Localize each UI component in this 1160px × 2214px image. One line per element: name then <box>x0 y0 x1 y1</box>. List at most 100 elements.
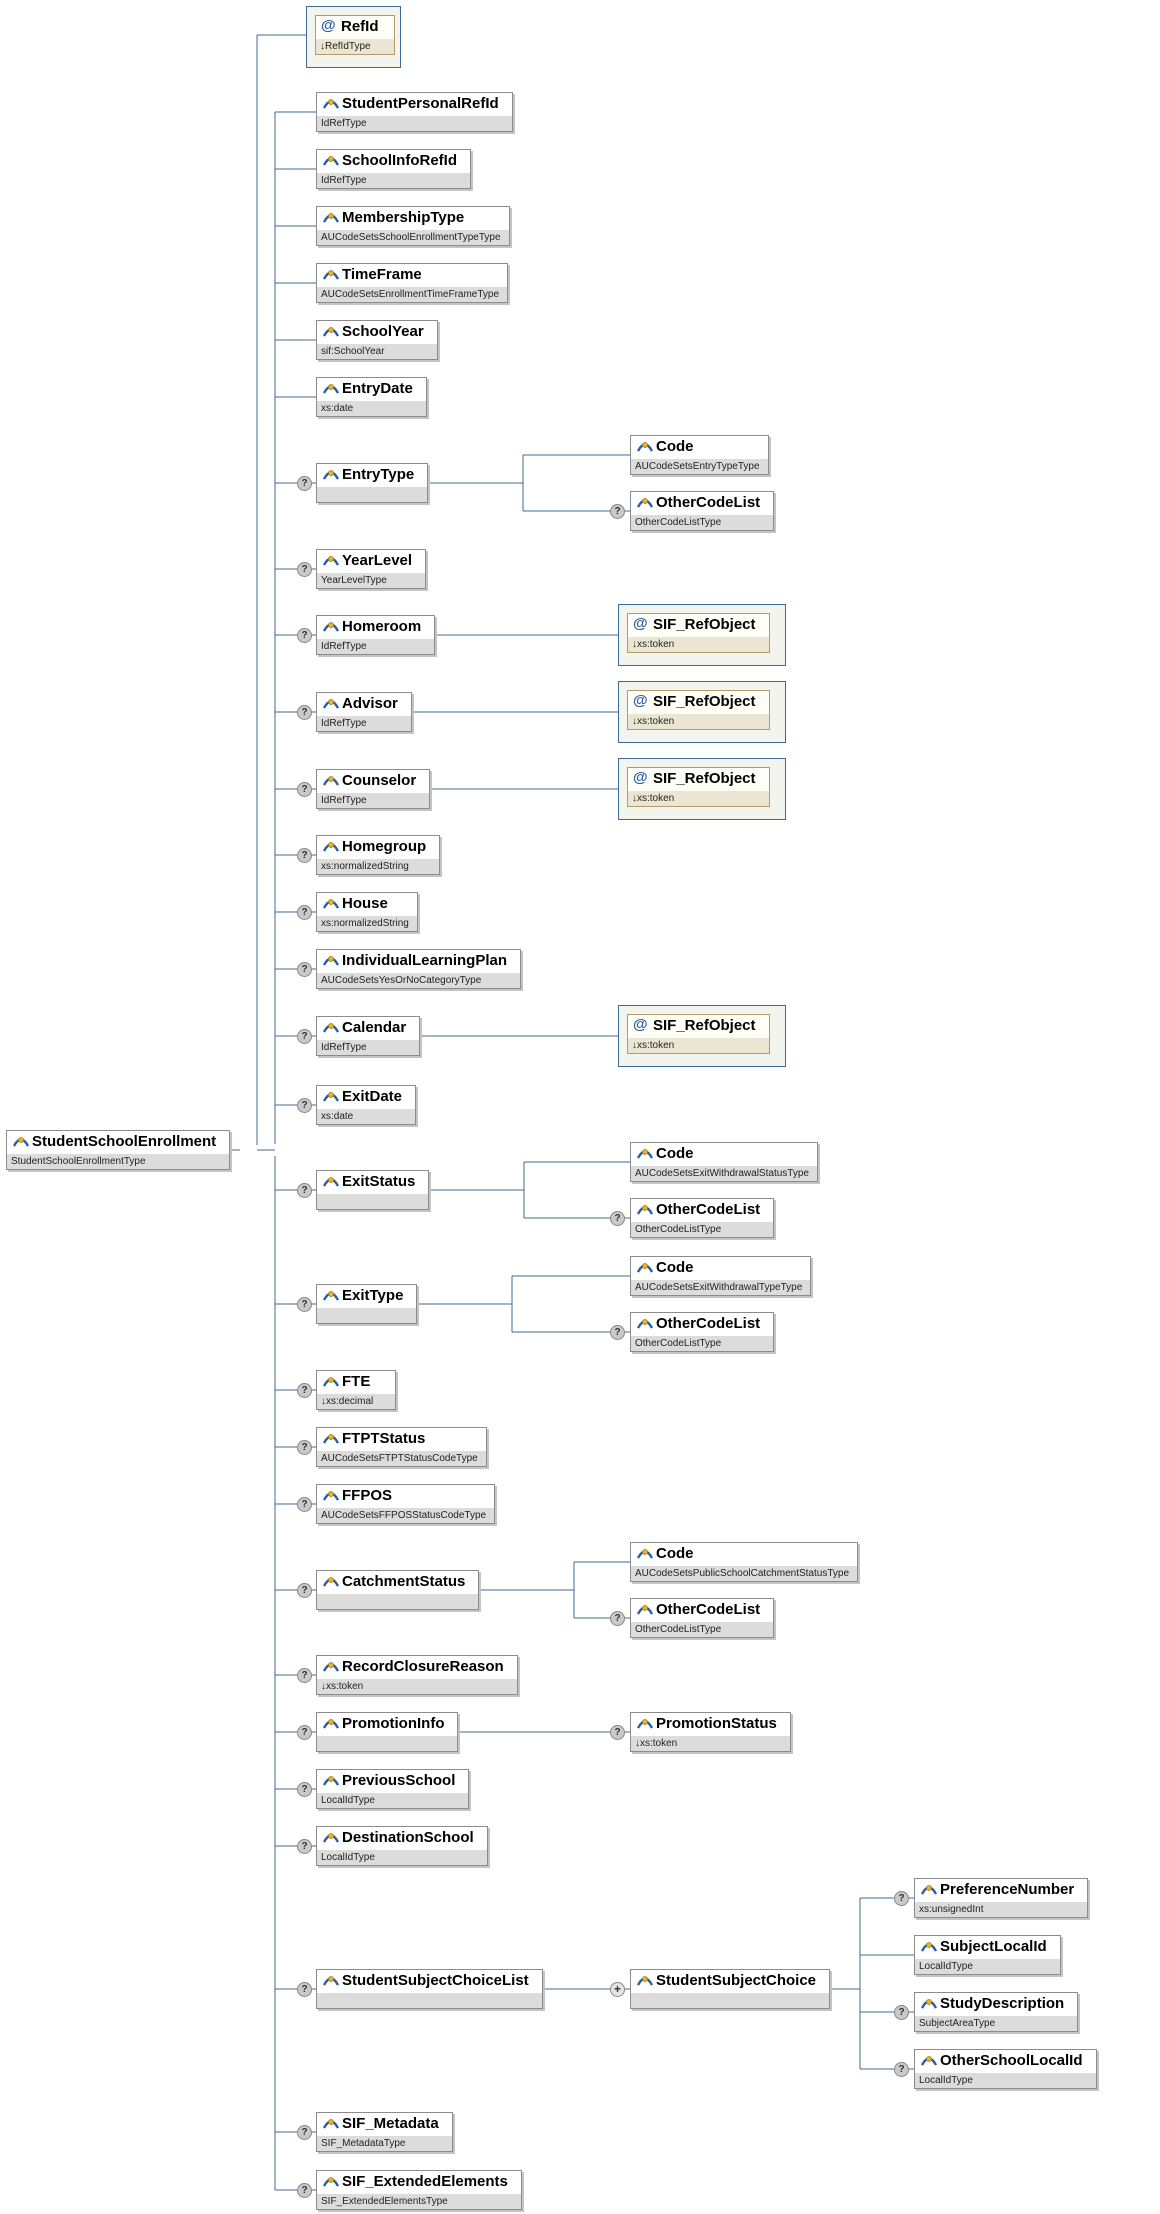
element-type: YearLevelType <box>317 573 425 588</box>
element-type <box>317 1194 428 1209</box>
attribute-icon: @ <box>633 1016 648 1033</box>
element-box[interactable]: PromotionInfo <box>316 1712 458 1752</box>
element-type: ↓RefIdType <box>316 39 394 54</box>
optional-icon: ? <box>610 1325 625 1340</box>
element-box[interactable]: RecordClosureReason↓xs:token <box>316 1655 518 1695</box>
element-box[interactable]: StudentSubjectChoice <box>630 1969 830 2009</box>
attribute-box[interactable]: @ SIF_RefObject ↓xs:token <box>627 1014 770 1054</box>
element-icon <box>323 899 339 909</box>
attribute-box[interactable]: @SIF_RefObject↓xs:token <box>627 767 770 807</box>
element-icon <box>323 1577 339 1587</box>
element-name: StudyDescription <box>940 1995 1065 2012</box>
element-icon <box>323 1291 339 1301</box>
element-icon <box>637 1976 653 1986</box>
element-icon <box>323 1377 339 1387</box>
element-box[interactable]: PromotionStatus↓xs:token <box>630 1712 791 1752</box>
attribute-box[interactable]: @SIF_RefObject↓xs:token <box>627 613 770 653</box>
element-type: ↓xs:token <box>628 1038 769 1053</box>
optional-icon: ? <box>297 1383 312 1398</box>
element-name: SIF_ExtendedElements <box>342 2173 508 2190</box>
element-name: StudentSubjectChoice <box>656 1972 817 1989</box>
element-box[interactable]: ExitStatus <box>316 1170 429 1210</box>
element-type: StudentSchoolEnrollmentType <box>7 1154 229 1169</box>
element-name: StudentPersonalRefId <box>342 95 499 112</box>
element-box[interactable]: StudentSubjectChoiceList <box>316 1969 543 2009</box>
element-box[interactable]: CatchmentStatus <box>316 1570 479 1610</box>
element-type: OtherCodeListType <box>631 1336 773 1351</box>
element-name: ExitDate <box>342 1088 403 1105</box>
attribute-box[interactable]: @RefId↓RefIdType <box>315 15 395 55</box>
element-name: PromotionInfo <box>342 1715 445 1732</box>
element-type: OtherCodeListType <box>631 515 773 530</box>
optional-icon: ? <box>297 1029 312 1044</box>
attribute-box[interactable]: @SIF_RefObject↓xs:token <box>627 690 770 730</box>
element-box[interactable]: FTE↓xs:decimal <box>316 1370 396 1410</box>
element-icon <box>323 1491 339 1501</box>
element-type: SIF_MetadataType <box>317 2136 452 2151</box>
element-name: OtherCodeList <box>656 1601 761 1618</box>
element-type: AUCodeSetsExitWithdrawalStatusType <box>631 1166 817 1181</box>
optional-icon: ? <box>297 1982 312 1997</box>
element-type: xs:normalizedString <box>317 916 417 931</box>
element-box[interactable]: House xs:normalizedString <box>316 892 418 932</box>
element-icon <box>637 498 653 508</box>
element-type: LocalIdType <box>915 2073 1096 2088</box>
element-name: Calendar <box>342 1019 407 1036</box>
element-type: AUCodeSetsExitWithdrawalTypeType <box>631 1280 810 1295</box>
optional-icon: ? <box>297 1782 312 1797</box>
element-name: House <box>342 895 388 912</box>
element-name: OtherCodeList <box>656 494 761 511</box>
optional-icon: ? <box>610 504 625 519</box>
element-icon <box>323 1434 339 1444</box>
element-name: OtherSchoolLocalId <box>940 2052 1083 2069</box>
optional-icon: ? <box>297 2183 312 2198</box>
optional-icon: ? <box>297 2125 312 2140</box>
element-type <box>631 1993 829 2008</box>
element-box[interactable]: ExitType <box>316 1284 417 1324</box>
element-name: SchoolYear <box>342 323 424 340</box>
element-icon <box>323 470 339 480</box>
element-type <box>317 1993 542 2008</box>
optional-icon: ? <box>297 1183 312 1198</box>
element-type: ↓xs:token <box>628 791 769 806</box>
optional-icon: ? <box>297 782 312 797</box>
element-name: SIF_RefObject <box>653 1017 756 1034</box>
element-box[interactable]: EntryType <box>316 463 428 503</box>
optional-icon: ? <box>297 1098 312 1113</box>
element-icon <box>323 213 339 223</box>
